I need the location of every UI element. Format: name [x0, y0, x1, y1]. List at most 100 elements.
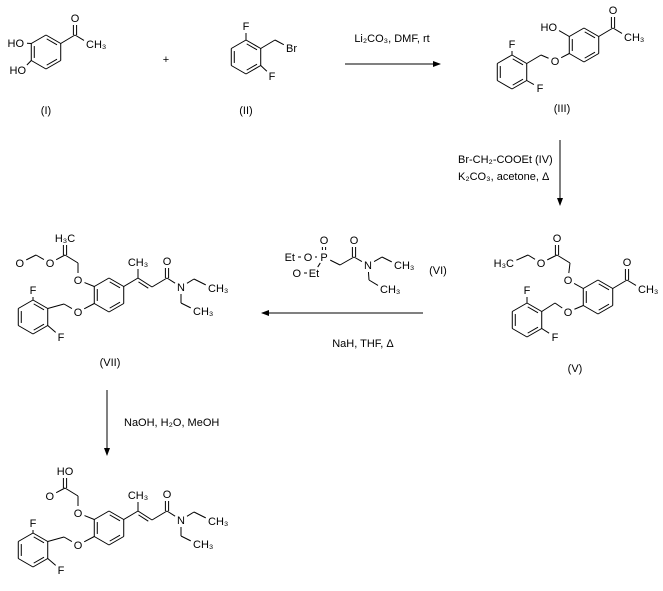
bond	[512, 58, 524, 66]
bond	[330, 259, 341, 266]
atom-label: HO	[8, 38, 25, 50]
bond	[84, 282, 95, 287]
atom-label: F	[509, 39, 516, 51]
bond	[63, 303, 73, 309]
bond	[512, 78, 524, 86]
bond	[47, 558, 57, 566]
atom-label: O	[74, 275, 83, 287]
bond	[109, 281, 121, 289]
atom-label: N	[364, 260, 372, 272]
bond	[231, 39, 247, 49]
bond	[193, 278, 206, 286]
atom-label: O	[15, 258, 24, 270]
bond	[626, 279, 637, 286]
bond	[47, 536, 65, 542]
bond	[527, 254, 536, 260]
bond	[612, 279, 628, 289]
atom-label: CH₃	[193, 306, 213, 318]
bond	[33, 556, 45, 564]
compound-label-VI: (VI)	[429, 265, 447, 277]
bond	[497, 80, 513, 90]
bond	[18, 325, 34, 335]
bond	[180, 302, 191, 309]
bond	[123, 510, 139, 520]
bond	[274, 39, 285, 46]
bond	[260, 65, 268, 72]
atom-label: O	[163, 489, 172, 501]
bond	[94, 277, 110, 287]
bond	[26, 60, 32, 66]
bond	[554, 302, 563, 309]
bond	[47, 303, 65, 309]
bond	[64, 487, 79, 497]
atom-label: N	[177, 515, 185, 527]
bond	[31, 60, 47, 70]
bond	[83, 303, 95, 310]
bond	[373, 256, 383, 262]
bond	[35, 254, 45, 260]
bond	[31, 34, 47, 44]
bond	[597, 279, 613, 289]
atom-label: O	[74, 307, 83, 319]
atom-label: HO	[541, 22, 558, 34]
bond	[569, 53, 585, 63]
bond	[55, 254, 66, 261]
bond	[547, 254, 558, 261]
atom-label: Et	[309, 268, 319, 280]
bond	[137, 510, 153, 521]
bond	[94, 510, 110, 520]
bond	[108, 303, 124, 313]
bond	[26, 254, 37, 261]
atom-label: F	[269, 71, 276, 83]
atom-label: O	[71, 13, 80, 25]
bond	[186, 511, 195, 517]
atom-label: F	[58, 565, 65, 577]
bond	[186, 278, 195, 284]
atom-label: O	[537, 258, 546, 270]
step4-conditions: NaOH, H₂O, MeOH	[124, 417, 219, 429]
bond	[574, 305, 584, 310]
compound-label-V: (V)	[568, 363, 583, 375]
bond	[137, 277, 153, 288]
bond	[108, 510, 124, 520]
bond	[527, 306, 539, 314]
bond	[541, 302, 556, 312]
atom-label: HO	[57, 466, 74, 478]
bond	[339, 256, 355, 266]
plus-sign: +	[163, 54, 169, 66]
atom-label: F	[58, 332, 65, 344]
atom-label: F	[537, 83, 544, 95]
bond	[246, 63, 258, 71]
bond	[33, 536, 45, 544]
bond	[584, 31, 596, 39]
bond	[246, 43, 258, 51]
bond	[84, 515, 95, 520]
bond	[368, 279, 379, 286]
bond	[60, 34, 76, 44]
bond	[45, 60, 61, 70]
step2-reagent: Br-CH₂-COOEt (IV)	[458, 154, 553, 166]
atom-label: Br	[286, 43, 297, 55]
bond	[260, 39, 276, 49]
bond	[245, 65, 261, 75]
atom-label: O	[551, 56, 560, 68]
bond	[94, 303, 110, 313]
bond	[32, 558, 48, 568]
atom-label: H₃C	[55, 233, 75, 245]
bond	[63, 536, 73, 542]
bond	[109, 301, 121, 309]
bond	[558, 30, 570, 37]
bond	[109, 534, 121, 542]
bond	[46, 38, 58, 46]
bond	[526, 328, 542, 338]
atom-label: CH₃	[638, 284, 658, 296]
bond	[55, 487, 66, 494]
atom-label: CH₃	[394, 260, 414, 272]
bond	[526, 302, 542, 312]
